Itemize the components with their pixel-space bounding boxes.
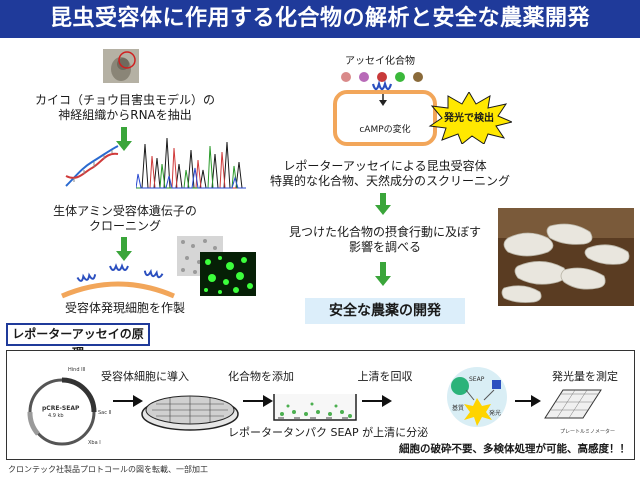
footer-credit: クロンテック社製品プロトコールの図を転載、一部加工: [8, 465, 208, 474]
site-hind: Hind III: [68, 367, 86, 373]
arrow-right-icon: [243, 393, 273, 409]
site-sac: Sac II: [98, 410, 112, 416]
step-label-add-compound: 化合物を添加: [228, 370, 294, 383]
caption-bold: 細胞の破砕不要、多検体処理が可能、高感度！！: [399, 443, 630, 455]
left-step1-line2: 神経組織からRNAを抽出: [58, 108, 192, 122]
right-step2-line2: 影響を調べる: [348, 240, 421, 254]
silkworms-photo: [498, 208, 634, 306]
dna-helix-icon: [62, 142, 122, 190]
cell-fluorescence-photo: [200, 252, 256, 296]
left-step1-line1: カイコ（チョウ目害虫モデル）の: [34, 93, 215, 107]
receptor-icon: [371, 80, 395, 106]
page-title: 昆虫受容体に作用する化合物の解析と安全な農薬開発: [0, 0, 640, 38]
compound-dot: [377, 72, 387, 82]
plate-reader-icon: [543, 388, 603, 424]
plasmid-size: 4.9 kb: [48, 413, 64, 419]
step-label-collect: 上清を回収: [357, 370, 413, 383]
camp-label: cAMPの変化: [359, 125, 411, 135]
seap-reaction-icon: [436, 364, 518, 430]
compound-dot: [359, 72, 369, 82]
compound-dots: [338, 68, 428, 82]
silkworm-photo: [103, 49, 139, 83]
compound-dot: [341, 72, 351, 82]
cell-membrane-receptors-icon: [58, 258, 178, 300]
culture-well-icon: [272, 392, 358, 422]
burst-label: 発光で検出: [444, 113, 494, 124]
arrow-right-icon: [515, 393, 541, 409]
left-step2-line2: クローニング: [88, 219, 161, 233]
reporter-cell-diagram: [333, 90, 437, 146]
reader-label: プレートルミノメーター: [560, 429, 616, 435]
conclusion-banner: 安全な農薬の開発: [305, 298, 465, 324]
principle-heading: レポーターアッセイの原理: [6, 323, 150, 360]
arrow-right-icon: [362, 393, 392, 409]
compound-dot: [395, 72, 405, 82]
left-step3: 受容体発現細胞を作製: [64, 301, 185, 315]
substrate-label: 基質: [452, 405, 465, 412]
step-label-introduce: 受容体細胞に導入: [101, 370, 189, 383]
sequence-chromatogram-icon: [135, 134, 246, 190]
luminescence-burst-icon: [426, 91, 514, 145]
plasmid-name: pCRE-SEAP: [42, 405, 80, 412]
right-step1-line2: 特異的な化合物、天然成分のスクリーニング: [270, 174, 511, 188]
left-step2-line1: 生体アミン受容体遺伝子の: [53, 204, 197, 218]
plasmid-map-icon: [18, 368, 110, 452]
caption-seap-secreted: レポータータンパク SEAP が上清に分泌: [228, 426, 429, 439]
compound-dot: [413, 72, 423, 82]
step-label-measure: 発光量を測定: [552, 370, 618, 383]
compound-label: アッセイ化合物: [345, 56, 415, 67]
seap-label: SEAP: [469, 376, 485, 383]
arrow-right-icon: [113, 393, 143, 409]
petri-dish-icon: [140, 388, 240, 432]
right-step2-line1: 見つけた化合物の摂食行動に及ぼす: [288, 225, 481, 239]
luminescence-label: 発光: [489, 410, 502, 417]
right-step1-line1: レポーターアッセイによる昆虫受容体: [283, 159, 487, 173]
site-xba: Xba I: [88, 440, 101, 446]
